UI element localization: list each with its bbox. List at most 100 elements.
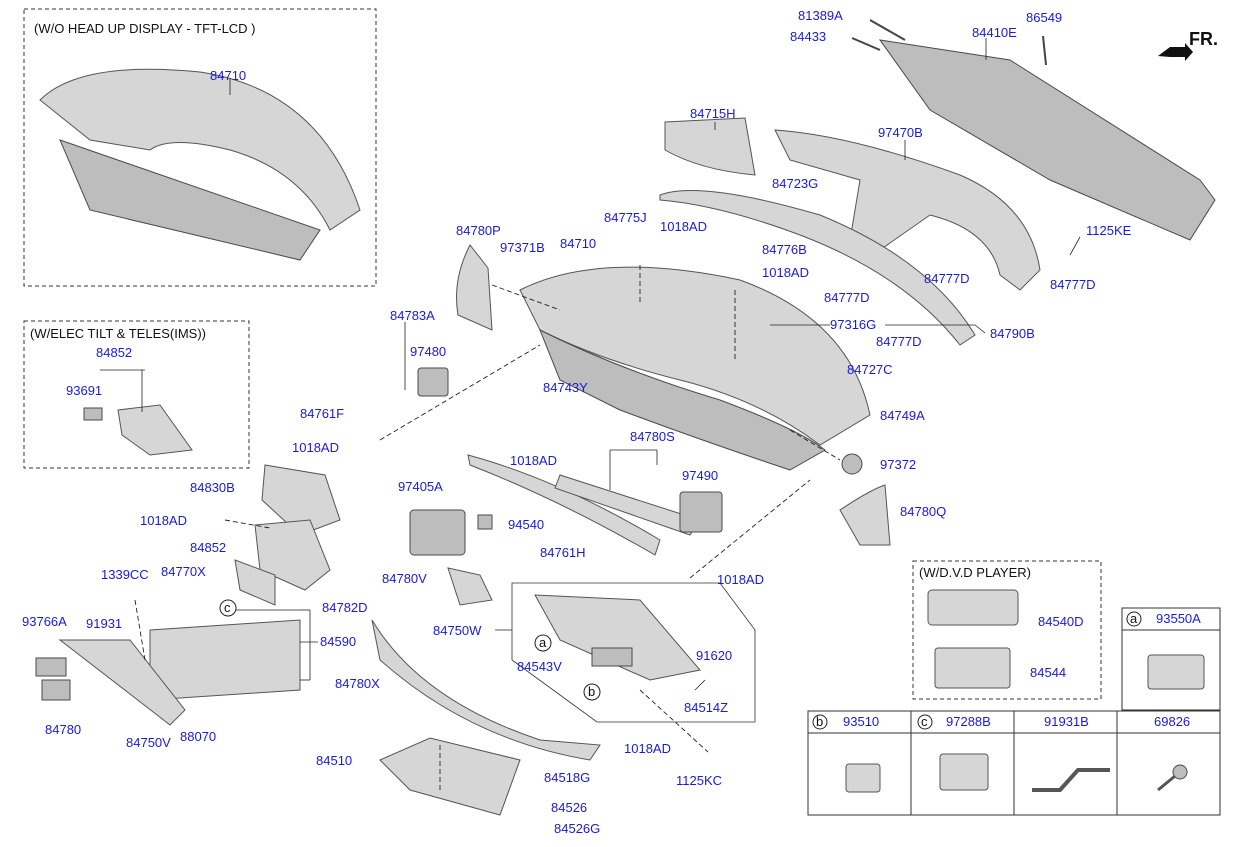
lower-panel-84590 [149, 619, 301, 701]
column-shroud-84852 [254, 519, 331, 591]
crash-pad-hud-lower [59, 139, 321, 261]
bracket-91931b-icon [1032, 768, 1110, 792]
label-1125kc: 1125KC [676, 773, 722, 788]
bolt-86549 [1042, 35, 1047, 66]
label-84743y: 84743Y [543, 380, 588, 395]
garnish-84761h [467, 454, 661, 556]
label-84783a: 84783A [390, 308, 435, 323]
screw-69826-icon [1157, 764, 1188, 792]
part-84543v [591, 647, 633, 667]
label-84749a: 84749A [880, 408, 925, 423]
label-84780: 84780 [45, 722, 81, 737]
cluster-housing-84830b [261, 464, 341, 536]
label-91931: 91931 [86, 616, 122, 631]
dvd-player-84540d [927, 589, 1019, 626]
callout-a: a [539, 635, 547, 650]
front-direction-icon [1158, 43, 1193, 61]
front-direction-label: FR. [1189, 29, 1218, 49]
label-97372: 97372 [880, 457, 916, 472]
label-84780s: 84780S [630, 429, 675, 444]
side-cover-84780p [456, 244, 493, 331]
label-84777d-b: 84777D [1050, 277, 1096, 292]
part-93766a [35, 657, 67, 677]
label-84750w: 84750W [433, 623, 482, 638]
label-97316g: 97316G [830, 317, 876, 332]
label-84510: 84510 [316, 753, 352, 768]
label-84715h: 84715H [690, 106, 736, 121]
label-84780x: 84780X [335, 676, 380, 691]
panel-84770x [234, 559, 276, 606]
crash-pad-hud [39, 68, 361, 231]
legend-c-part: 97288B [946, 714, 991, 729]
lower-panel-84750v [58, 639, 186, 726]
label-84777d-a: 84777D [924, 271, 970, 286]
label-84526: 84526 [551, 800, 587, 815]
label-84852: 84852 [190, 540, 226, 555]
hud-option-box [23, 8, 377, 287]
vent-97405a [409, 509, 466, 556]
legend-a-letter: a [1130, 611, 1138, 626]
panel-84715h [664, 117, 756, 176]
module-97288b-icon [939, 753, 989, 791]
vent-97480 [417, 367, 449, 397]
trim-84790b [659, 190, 976, 346]
label-84540d: 84540D [1038, 614, 1084, 629]
label-84514z: 84514Z [684, 700, 728, 715]
label-1018ad-b: 1018AD [762, 265, 809, 280]
label-84830b: 84830B [190, 480, 235, 495]
hud-option-title: (W/O HEAD UP DISPLAY - TFT-LCD ) [34, 21, 256, 36]
crash-pad-main [519, 266, 871, 446]
label-84780q: 84780Q [900, 504, 946, 519]
label-84433: 84433 [790, 29, 826, 44]
label-97480: 97480 [410, 344, 446, 359]
subassembly-outline [511, 582, 756, 723]
lower-crash-pad-84780x [371, 619, 601, 761]
label-84543v: 84543V [517, 659, 562, 674]
label-1339cc: 1339CC [101, 567, 149, 582]
garnish-84780s [554, 474, 701, 536]
label-97490: 97490 [682, 468, 718, 483]
dvd-option-title: (W/D.V.D PLAYER) [919, 565, 1031, 580]
switch-93691 [83, 407, 103, 421]
label-84544: 84544 [1030, 665, 1066, 680]
label-84526g: 84526G [554, 821, 600, 836]
dvd-bracket-84544 [934, 647, 1011, 689]
switch-93550a-icon [1147, 654, 1205, 690]
switch-94540 [477, 514, 493, 530]
air-duct-97470b [774, 129, 1041, 291]
label-94540: 94540 [508, 517, 544, 532]
label-84777d-d: 84777D [876, 334, 922, 349]
label-84770x: 84770X [161, 564, 206, 579]
label-84761f: 84761F [300, 406, 344, 421]
callout-c-circle [219, 599, 237, 617]
label-93766a: 93766A [22, 614, 67, 629]
legend-a-part: 93550A [1156, 611, 1201, 626]
label-1018ad-a: 1018AD [660, 219, 707, 234]
bracket-84750w [534, 594, 701, 681]
label-81389a: 81389A [798, 8, 843, 23]
label-1125ke: 1125KE [1086, 223, 1132, 238]
label-97371b: 97371B [500, 240, 545, 255]
glove-box-84510 [379, 737, 521, 816]
switch-93510-icon [845, 763, 881, 793]
label-1018ad-e: 1018AD [140, 513, 187, 528]
label-84775j: 84775J [604, 210, 647, 225]
legend-b-letter: b [816, 714, 823, 729]
label-84723g: 84723G [772, 176, 818, 191]
callout-b-circle [583, 683, 601, 701]
label-84777d-c: 84777D [824, 290, 870, 305]
ims-option-box [23, 320, 250, 469]
legend-e-part: 69826 [1154, 714, 1190, 729]
bolt-81389a [869, 19, 906, 41]
vent-97490 [679, 491, 723, 533]
label-84590: 84590 [320, 634, 356, 649]
sensor-97372 [841, 453, 863, 475]
part-labels: 84710 81389A 84433 84410E 86549 84715H 9… [22, 8, 1132, 836]
crash-pad-main-lower [539, 328, 826, 471]
legend-b-part: 93510 [843, 714, 879, 729]
label-86549: 86549 [1026, 10, 1062, 25]
label-84750v: 84750V [126, 735, 171, 750]
legend-d-part: 91931B [1044, 714, 1089, 729]
label-84727c: 84727C [847, 362, 893, 377]
